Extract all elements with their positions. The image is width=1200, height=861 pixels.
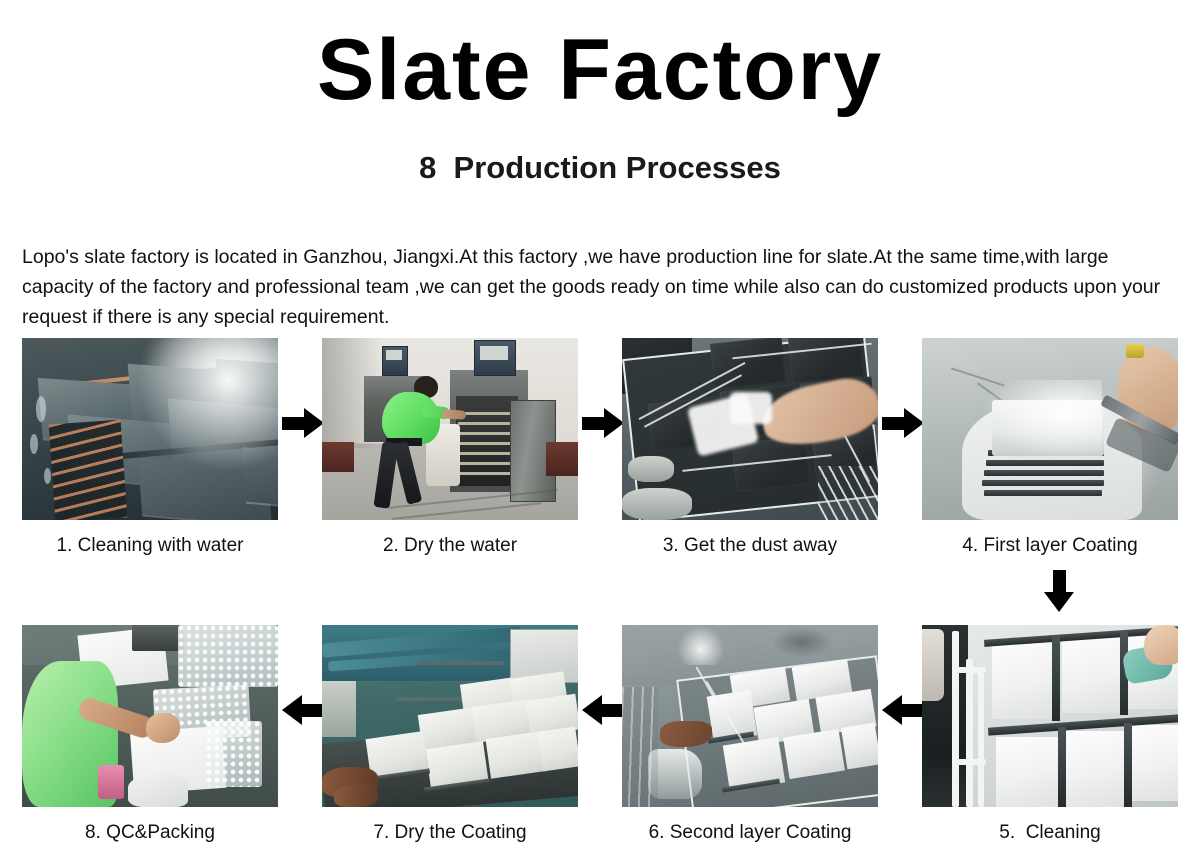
intro-paragraph: Lopo's slate factory is located in Ganzh…: [22, 245, 1161, 328]
process-step-4: 4. First layer Coating: [922, 338, 1178, 558]
process-caption-1: 1. Cleaning with water: [56, 535, 244, 556]
process-step-8: 8. QC&Packing: [22, 625, 278, 845]
process-photo-second-layer-coating: [622, 625, 878, 807]
process-photo-get-the-dust-away: [622, 338, 878, 520]
page-subtitle: 8 Production Processes: [419, 150, 781, 185]
process-caption-6: 6. Second layer Coating: [648, 822, 852, 843]
process-photo-qc-and-packing: [22, 625, 278, 807]
process-photo-cleaning-with-water: [22, 338, 278, 520]
process-step-2: 2. Dry the water: [322, 338, 578, 558]
process-photo-first-layer-coating: [922, 338, 1178, 520]
process-caption-3: 3. Get the dust away: [662, 535, 838, 556]
process-step-1: 1. Cleaning with water: [22, 338, 278, 558]
process-photo-cleaning: [922, 625, 1178, 807]
process-row-bottom: 8. QC&Packing: [0, 625, 1200, 843]
arrow-down-icon: [1042, 570, 1084, 616]
process-row-top: 1. Cleaning with water: [0, 338, 1200, 556]
process-caption-5: 5. Cleaning: [999, 822, 1101, 843]
process-photo-dry-the-water: [322, 338, 578, 520]
process-caption-7: 7. Dry the Coating: [373, 822, 527, 843]
process-step-3: 3. Get the dust away: [622, 338, 878, 558]
page-title: Slate Factory: [316, 22, 884, 118]
process-caption-8: 8. QC&Packing: [85, 822, 215, 843]
process-caption-2: 2. Dry the water: [382, 535, 518, 556]
process-photo-dry-the-coating: [322, 625, 578, 807]
process-caption-4: 4. First layer Coating: [962, 535, 1138, 556]
process-step-6: 6. Second layer Coating: [622, 625, 878, 845]
process-step-7: 7. Dry the Coating: [322, 625, 578, 845]
process-photo-step-5-wrapper: 5. Cleaning: [922, 625, 1178, 845]
